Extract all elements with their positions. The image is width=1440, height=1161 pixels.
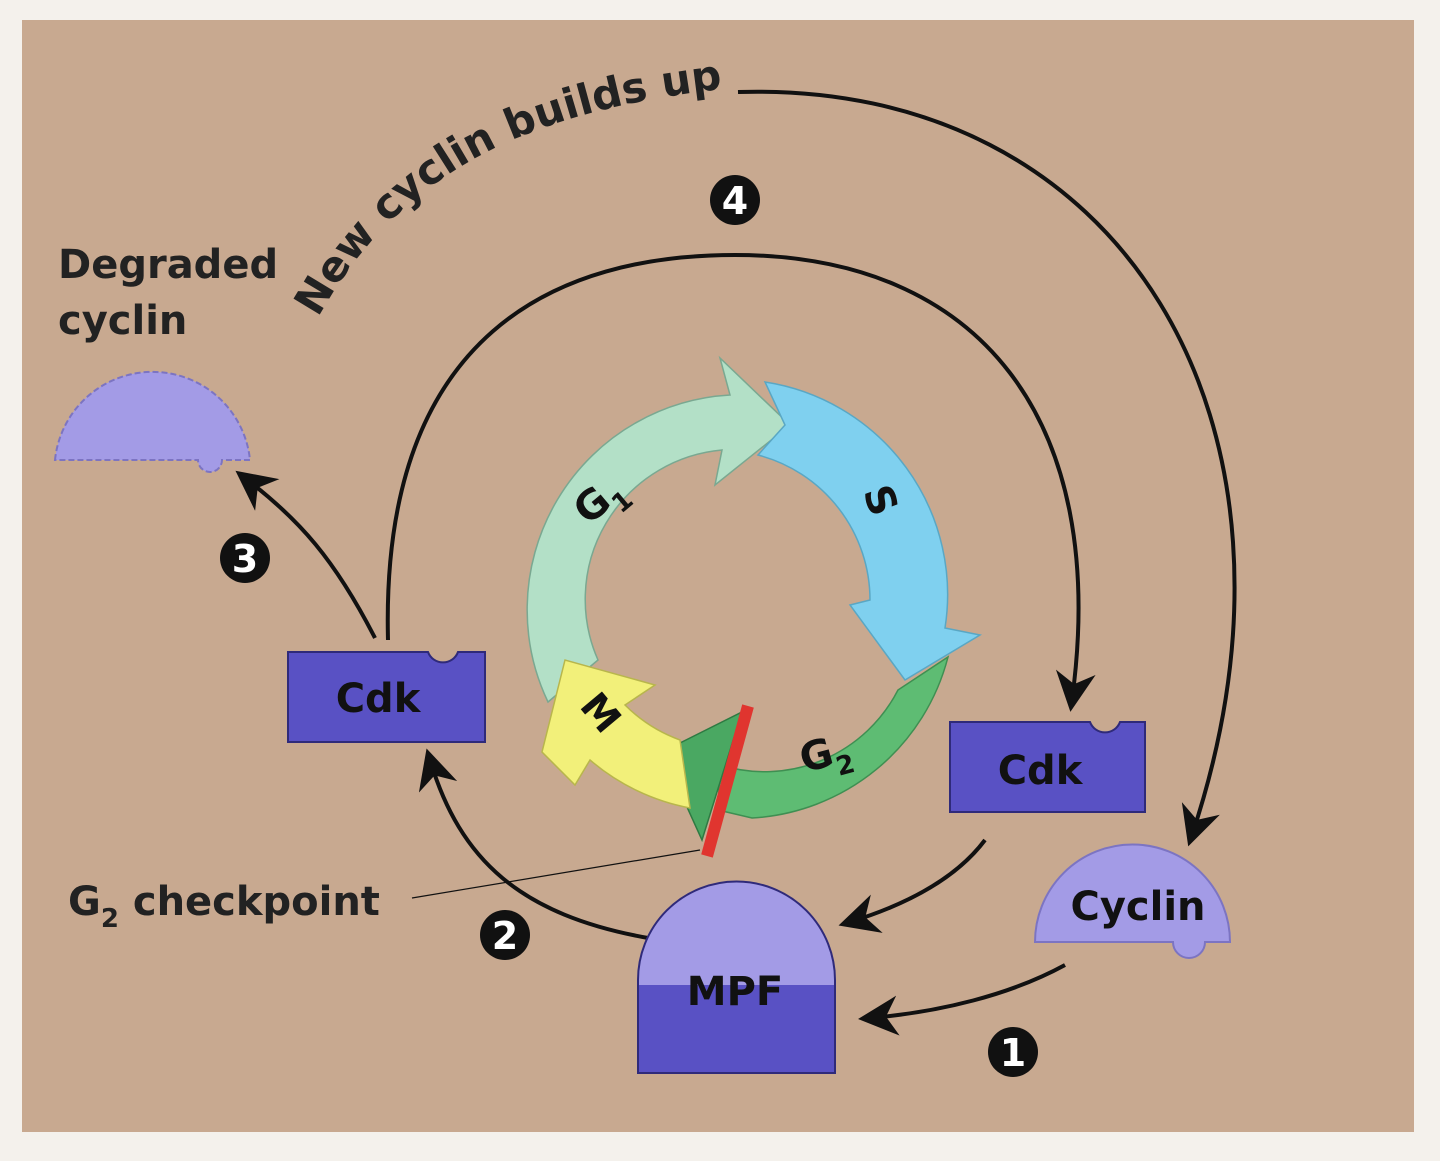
arrow-cdk-to-mpf bbox=[838, 838, 987, 933]
cdk-right-label: Cdk bbox=[998, 748, 1084, 794]
degraded-cyclin-label-line2: cyclin bbox=[58, 298, 187, 344]
arrow-new-cyclin bbox=[737, 89, 1237, 847]
degraded-cyclin-label-line1: Degraded bbox=[58, 242, 278, 288]
svg-text:3: 3 bbox=[232, 537, 258, 581]
arrow-cdk-recycle bbox=[385, 252, 1096, 712]
phase-s-segment bbox=[756, 381, 983, 681]
arrow-step-2 bbox=[418, 748, 649, 940]
arrow-step-1 bbox=[858, 963, 1066, 1036]
phase-g2-segment bbox=[717, 655, 950, 819]
step-marker-2: 2 bbox=[480, 910, 530, 960]
cdk-left-label: Cdk bbox=[336, 676, 422, 722]
cyclin-shape bbox=[1033, 843, 1232, 959]
step-marker-3: 3 bbox=[220, 533, 270, 583]
phase-m-segment bbox=[541, 659, 691, 809]
mpf-complex: MPF bbox=[637, 880, 836, 1074]
svg-text:2: 2 bbox=[492, 914, 518, 958]
arrow-step-3 bbox=[235, 470, 377, 639]
degraded-cyclin-shape bbox=[53, 370, 252, 473]
mpf-cyclin-part bbox=[638, 881, 835, 985]
mpf-outline bbox=[637, 880, 836, 1074]
g2-checkpoint-bar bbox=[701, 704, 754, 858]
mpf-cdk-part bbox=[638, 985, 835, 1073]
svg-text:4: 4 bbox=[722, 179, 748, 223]
g2-checkpoint-label: G2 checkpoint bbox=[68, 879, 380, 934]
svg-text:1: 1 bbox=[1000, 1031, 1026, 1075]
g2-checkpoint-leader bbox=[411, 849, 701, 899]
step-marker-4: 4 bbox=[710, 175, 760, 225]
pathway-arrows bbox=[235, 89, 1237, 1036]
cdk-left-shape bbox=[287, 651, 486, 743]
phase-g1-segment bbox=[526, 355, 792, 704]
step-marker-1: 1 bbox=[988, 1027, 1038, 1077]
cyclin-label: Cyclin bbox=[1070, 884, 1205, 930]
cell-cycle-ring: G1 S G2 M bbox=[526, 355, 983, 858]
mpf-label: MPF bbox=[687, 969, 783, 1015]
cdk-right-shape bbox=[949, 721, 1146, 813]
